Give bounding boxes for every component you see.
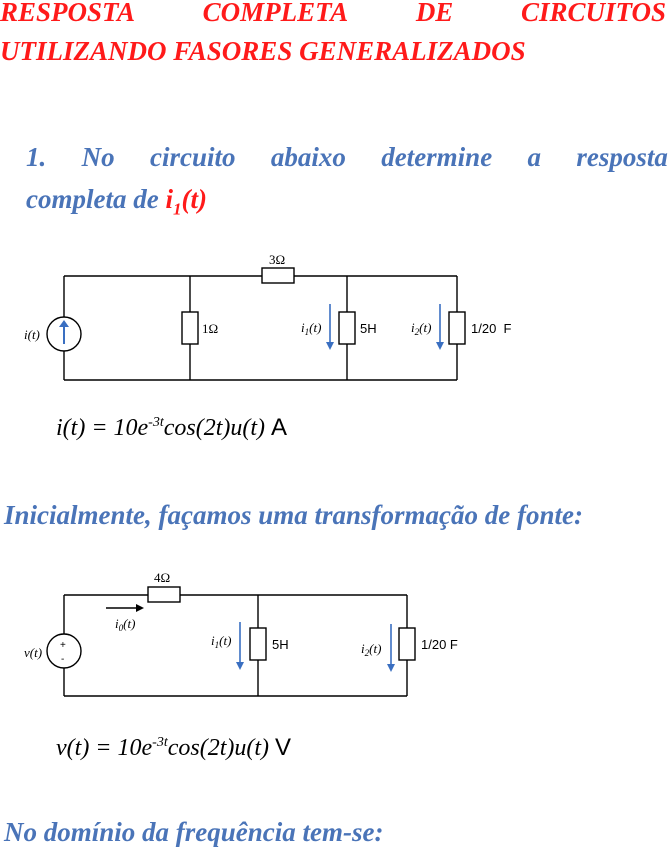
title-word: DE — [415, 0, 454, 27]
heading-source-transformation: Inicialmente, façamos uma transformação … — [4, 500, 583, 530]
i0-arrowhead-icon — [136, 604, 144, 612]
capacitor-1-20f — [398, 627, 416, 661]
resistor-3ohm — [261, 267, 295, 284]
label-inductor: 5H — [272, 637, 289, 652]
label-i1: i1(t) — [301, 320, 321, 337]
problem-word: resposta — [576, 142, 668, 172]
minus-icon: - — [61, 654, 64, 665]
problem-number: 1. — [26, 142, 47, 172]
i1-arrowhead-icon — [326, 342, 334, 350]
label-i0: i0(t) — [115, 616, 135, 633]
circuit-2: + - 4Ω v(t) i0(t) i1(t) 5H i2(t) 1/20 F — [24, 570, 458, 697]
problem-word: determine — [381, 142, 493, 172]
title-line-2: UTILIZANDO FASORES GENERALIZADOS — [0, 36, 526, 66]
i2-arrowhead-icon — [436, 342, 444, 350]
source-arrowhead-icon — [59, 320, 69, 327]
heading-frequency-domain: No domínio da frequência tem-se: — [4, 817, 384, 847]
label-r-shunt: 1Ω — [202, 321, 218, 336]
resistor-1ohm — [181, 311, 199, 345]
problem-line-2: completa de i1(t) — [26, 184, 207, 219]
plus-icon: + — [60, 640, 66, 651]
voltage-source — [46, 633, 82, 669]
equation-current-source: i(t) = 10e-3tcos(2t)u(t) A — [56, 414, 288, 441]
label-r-top: 3Ω — [269, 252, 285, 267]
inductor-5h — [338, 311, 356, 345]
problem-word: circuito — [149, 142, 236, 172]
problem-word: abaixo — [270, 142, 346, 172]
title-line-1: RESPOSTA COMPLETA DE CIRCUITOS — [0, 0, 666, 30]
problem-word: No — [81, 142, 115, 172]
label-source: v(t) — [24, 645, 42, 660]
label-r-top: 4Ω — [154, 570, 170, 585]
capacitor-1-20f — [448, 311, 466, 345]
problem-prefix: completa de — [26, 184, 166, 214]
label-i2: i2(t) — [361, 641, 381, 658]
resistor-4ohm — [147, 586, 181, 603]
label-capacitor: 1/20 F — [471, 321, 512, 336]
title-word: RESPOSTA — [0, 0, 136, 27]
problem-line-1: 1. No circuito abaixo determine a respos… — [26, 142, 668, 173]
equation-voltage-source: v(t) = 10e-3tcos(2t)u(t) V — [56, 734, 292, 761]
label-inductor: 5H — [360, 321, 377, 336]
label-i1: i1(t) — [211, 633, 231, 650]
label-capacitor: 1/20 F — [421, 637, 458, 652]
target-variable: i1(t) — [165, 184, 207, 219]
problem-word: a — [527, 142, 542, 172]
i1-arrowhead-icon — [236, 662, 244, 670]
label-source: i(t) — [24, 327, 40, 342]
title-word: CIRCUITOS — [520, 0, 666, 27]
inductor-5h — [249, 627, 267, 661]
title-word: COMPLETA — [202, 0, 349, 27]
circuit-1: 3Ω i(t) 1Ω i1(t) 5H i2(t) 1/20 F — [24, 252, 512, 381]
i2-arrowhead-icon — [387, 664, 395, 672]
label-i2: i2(t) — [411, 320, 431, 337]
